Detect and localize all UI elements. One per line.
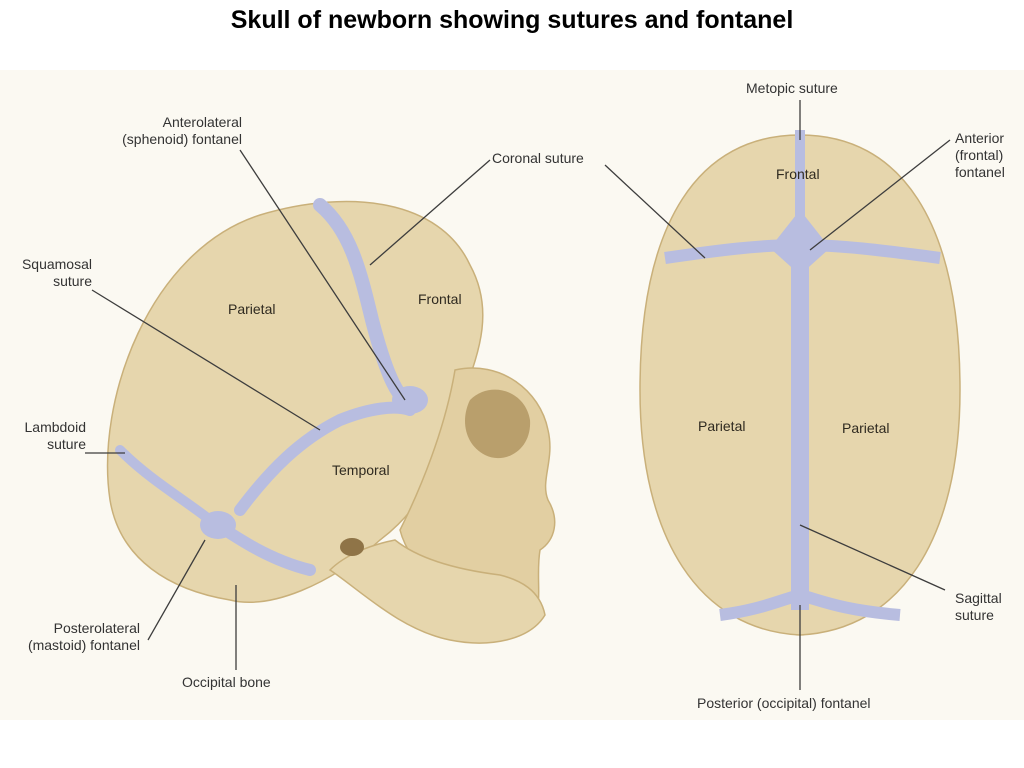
label-frontal-superior: Frontal — [776, 166, 820, 182]
page-title: Skull of newborn showing sutures and fon… — [230, 6, 794, 34]
skull-figure: Parietal Frontal Temporal Frontal Pariet… — [0, 70, 1024, 720]
callout-coronal-suture: Coronal suture — [492, 150, 584, 166]
callout-metopic-suture: Metopic suture — [746, 80, 838, 96]
leader-coronal-left — [369, 159, 491, 266]
callout-posterolateral-fontanel: Posterolateral (mastoid) fontanel — [27, 620, 140, 653]
leader-anterior-fontanel — [809, 139, 951, 251]
callout-posterior-fontanel: Posterior (occipital) fontanel — [697, 695, 871, 711]
posterolateral-fontanel — [200, 511, 236, 539]
leader-posterolateral — [147, 539, 206, 641]
lambdoid-suture-band — [115, 445, 215, 525]
lambdoid-suture-band-top — [719, 588, 901, 621]
callout-sagittal-suture: Sagittal suture — [955, 590, 1002, 623]
skull-illustration — [0, 70, 1024, 720]
anterior-fontanel-band — [770, 210, 830, 275]
anterolateral-fontanel — [392, 386, 428, 414]
callout-anterolateral-fontanel: Anterolateral (sphenoid) fontanel — [122, 114, 242, 147]
ear-opening — [340, 538, 364, 556]
callout-occipital-bone: Occipital bone — [182, 674, 271, 690]
leader-anterolateral — [239, 149, 406, 401]
label-frontal-lateral: Frontal — [418, 291, 462, 307]
callout-squamosal-suture: Squamosal suture — [21, 256, 92, 289]
callout-anterior-fontanel: Anterior (frontal) fontanel — [955, 130, 1005, 180]
label-parietal-lateral: Parietal — [228, 301, 276, 317]
label-temporal-lateral: Temporal — [332, 462, 390, 478]
leader-sagittal — [799, 524, 946, 591]
leader-coronal-right — [604, 164, 706, 259]
lateral-skull — [106, 198, 556, 644]
label-parietal-left-superior: Parietal — [698, 418, 746, 434]
orbit — [465, 389, 531, 459]
leader-squamosal — [91, 289, 321, 431]
leader-lines — [85, 100, 951, 690]
superior-skull — [639, 130, 961, 636]
mandible — [328, 539, 546, 644]
label-parietal-right-superior: Parietal — [842, 420, 890, 436]
callout-lambdoid-suture: Lambdoid suture — [24, 419, 87, 452]
squamosal-suture-band — [234, 401, 416, 516]
